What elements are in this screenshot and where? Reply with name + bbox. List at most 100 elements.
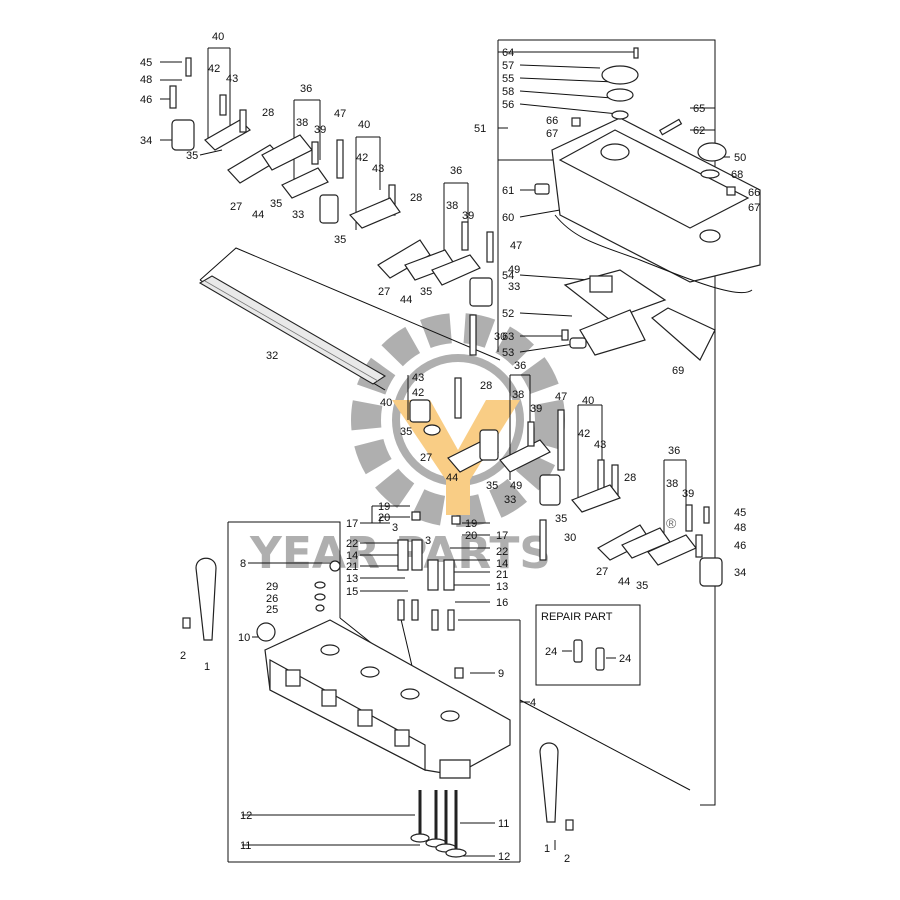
lifting-eye-1a xyxy=(195,557,217,641)
gasket-60 xyxy=(554,214,753,294)
callout-2: 2 xyxy=(564,853,570,865)
bolt-2a xyxy=(182,617,191,629)
bolt-46 xyxy=(169,85,177,109)
hose-fitting-61 xyxy=(534,183,550,195)
callout-33: 33 xyxy=(504,494,516,506)
callout-labels: 45 48 46 34 40 42 43 28 35 27 44 35 36 3… xyxy=(140,31,760,865)
callout-56: 56 xyxy=(502,99,514,111)
rocker-support-34 xyxy=(171,119,195,151)
callout-35: 35 xyxy=(420,286,432,298)
callout-51: 51 xyxy=(474,123,486,135)
callout-47: 47 xyxy=(334,108,346,120)
callout-39: 39 xyxy=(530,403,542,415)
repair-part-item-a: 24 xyxy=(545,646,557,658)
cylinder-head-group xyxy=(182,511,574,858)
callout-28: 28 xyxy=(262,107,274,119)
callout-35: 35 xyxy=(486,480,498,492)
callout-21: 21 xyxy=(496,569,508,581)
callout-3: 3 xyxy=(425,535,431,547)
callout-42: 42 xyxy=(412,387,424,399)
seal-25 xyxy=(315,604,325,612)
valve-spring-13c xyxy=(427,559,439,591)
watermark-registered-mark: ® xyxy=(666,515,677,531)
callout-47: 47 xyxy=(510,240,522,252)
callout-43: 43 xyxy=(226,73,238,85)
callout-30: 30 xyxy=(564,532,576,544)
callout-21: 21 xyxy=(346,561,358,573)
bolt-2b xyxy=(565,819,574,831)
bolt-46b xyxy=(695,534,703,558)
callout-36: 36 xyxy=(450,165,462,177)
repair-part-title: REPAIR PART xyxy=(541,611,613,623)
callout-20: 20 xyxy=(465,530,477,542)
callout-35: 35 xyxy=(636,580,648,592)
rocker-support-34b xyxy=(699,557,723,587)
screw-64 xyxy=(633,47,639,59)
rocker-support-33b xyxy=(469,277,493,307)
callout-44: 44 xyxy=(400,294,412,306)
callout-30: 30 xyxy=(494,331,506,343)
callout-66: 66 xyxy=(546,115,558,127)
callout-35: 35 xyxy=(400,426,412,438)
rocker-arm-35b xyxy=(281,167,329,199)
rocker-group-top-left xyxy=(169,57,494,356)
callout-47: 47 xyxy=(555,391,567,403)
plug-53 xyxy=(569,337,587,349)
callout-10: 10 xyxy=(238,632,250,644)
breather-port xyxy=(600,143,630,161)
port-2 xyxy=(321,689,337,707)
plate-53 xyxy=(579,309,646,356)
callout-29: 29 xyxy=(266,581,278,593)
screw-45 xyxy=(185,57,192,77)
callout-3: 3 xyxy=(392,522,398,534)
callout-32: 32 xyxy=(266,350,278,362)
callout-14: 14 xyxy=(496,558,508,570)
callout-35: 35 xyxy=(186,150,198,162)
callout-36: 36 xyxy=(514,360,526,372)
valve-cover-group xyxy=(534,47,761,361)
valve-spring-13b xyxy=(411,539,423,571)
bolt-47c xyxy=(557,409,565,471)
callout-27: 27 xyxy=(420,452,432,464)
callout-27: 27 xyxy=(378,286,390,298)
callout-35: 35 xyxy=(270,198,282,210)
callout-36: 36 xyxy=(668,445,680,457)
callout-43: 43 xyxy=(372,163,384,175)
callout-13: 13 xyxy=(496,581,508,593)
callout-4: 4 xyxy=(530,697,536,709)
callout-22: 22 xyxy=(346,538,358,550)
callout-36: 36 xyxy=(300,83,312,95)
rocker-arm-44a xyxy=(261,134,313,171)
callout-13: 13 xyxy=(346,573,358,585)
valve-guide-15 xyxy=(397,599,405,621)
screw-63 xyxy=(561,329,569,341)
callout-38: 38 xyxy=(666,478,678,490)
callout-45: 45 xyxy=(734,507,746,519)
callout-42: 42 xyxy=(208,63,220,75)
callout-44: 44 xyxy=(446,472,458,484)
nut-66b xyxy=(726,186,736,196)
callout-65: 65 xyxy=(693,103,705,115)
diaphragm-58 xyxy=(606,88,634,102)
bolt-28a xyxy=(239,109,247,133)
callout-1: 1 xyxy=(204,661,210,673)
callout-43: 43 xyxy=(594,439,606,451)
callout-53: 53 xyxy=(502,347,514,359)
valve-guide-16 xyxy=(431,609,439,631)
callout-40: 40 xyxy=(380,397,392,409)
push-rod-30b xyxy=(539,519,547,561)
adjust-screw-38b xyxy=(461,221,469,251)
callout-63: 63 xyxy=(502,331,514,343)
callout-39: 39 xyxy=(682,488,694,500)
callout-45: 45 xyxy=(140,57,152,69)
watermark-gear-logo xyxy=(351,313,565,527)
callout-14: 14 xyxy=(346,550,358,562)
washer-26 xyxy=(314,593,326,601)
rocker-arm-40c xyxy=(409,399,431,423)
callout-40: 40 xyxy=(358,119,370,131)
callout-57: 57 xyxy=(502,60,514,72)
oil-filler-port xyxy=(699,229,721,243)
callout-67: 67 xyxy=(748,202,760,214)
rocker-support-44c xyxy=(479,429,499,461)
